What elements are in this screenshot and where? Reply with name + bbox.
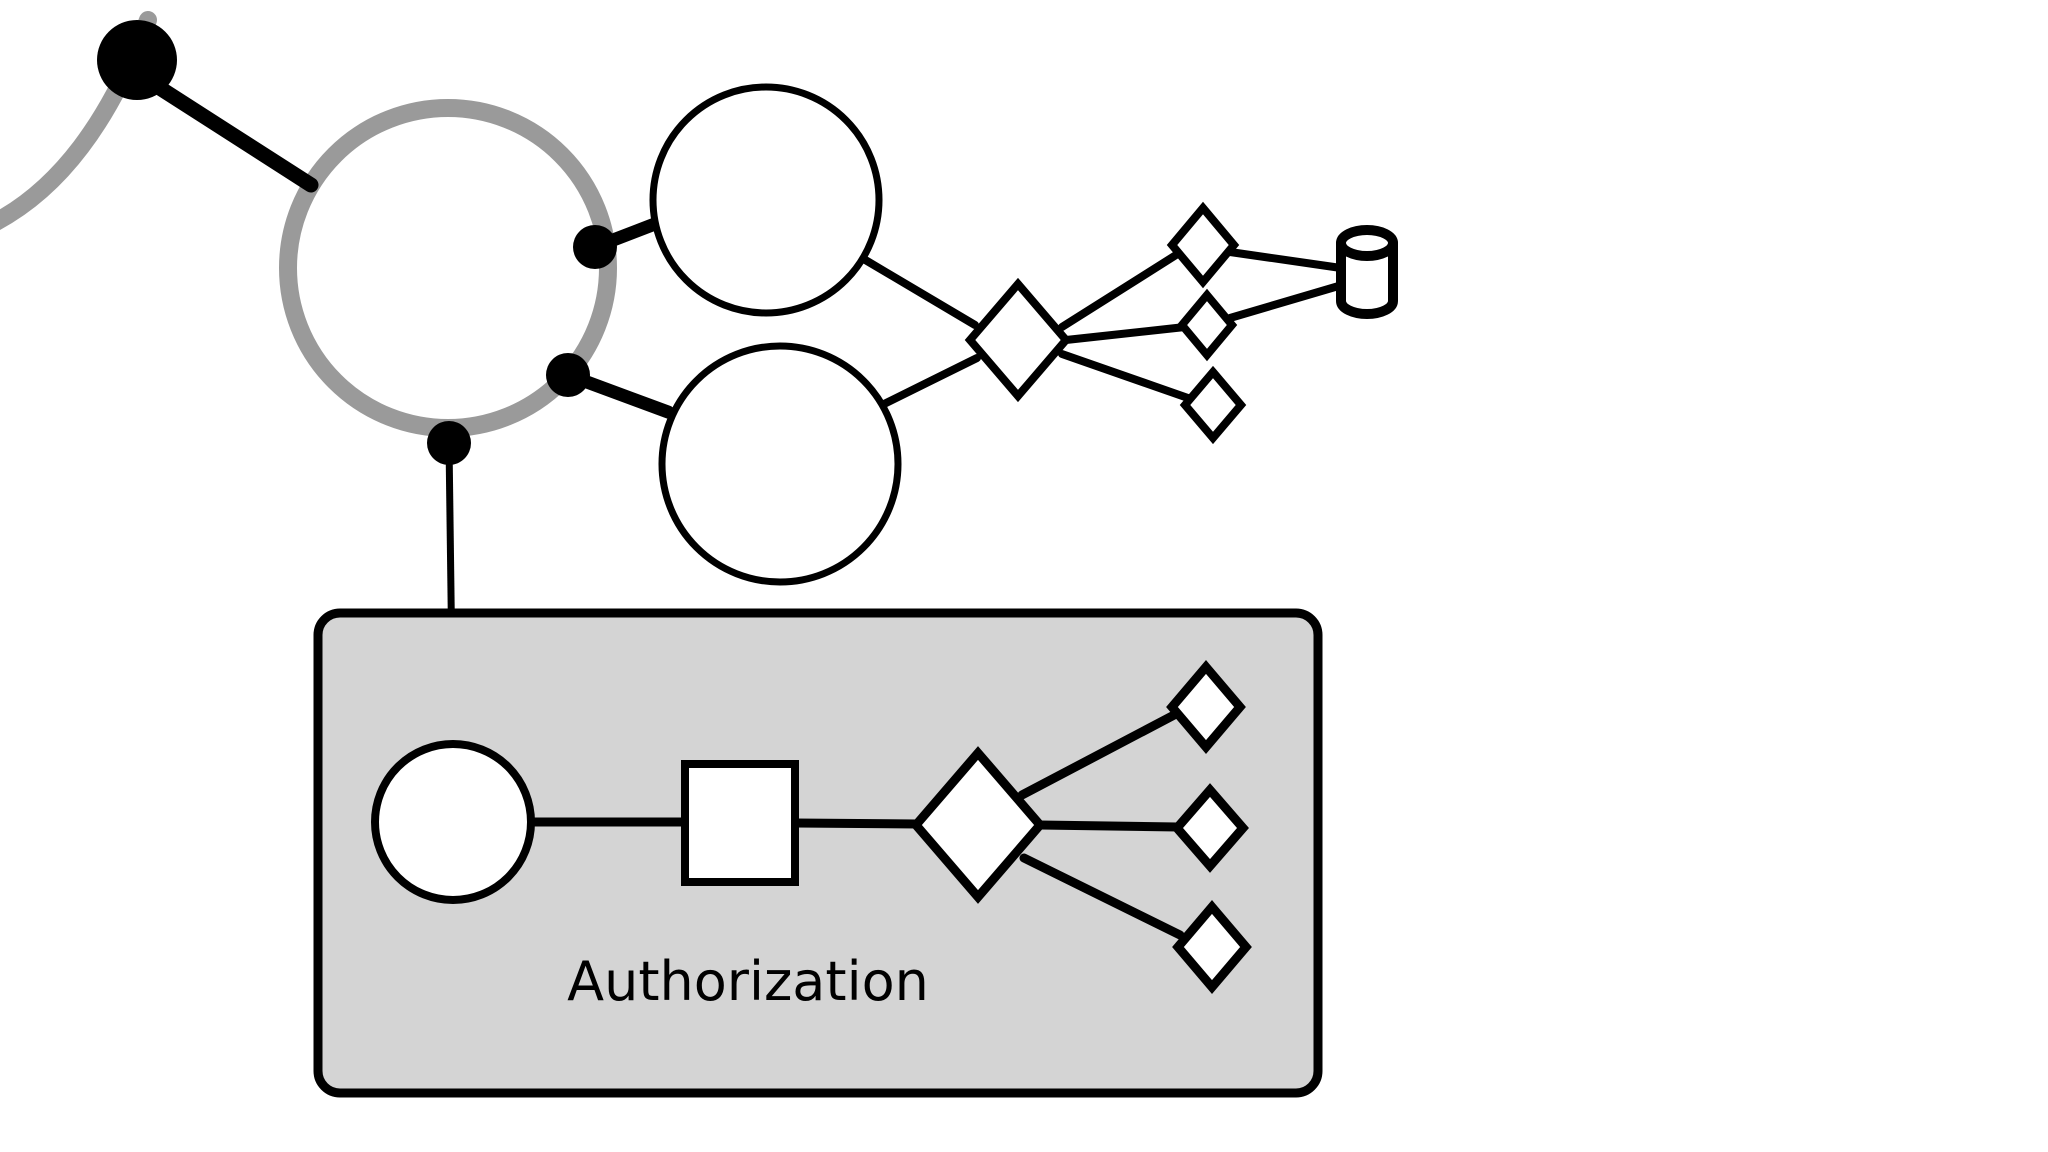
- database-cylinder-body: [1336, 238, 1398, 319]
- decision-diamond-a[interactable]: [1166, 201, 1240, 289]
- database-cylinder[interactable]: [1336, 225, 1398, 319]
- port-dot-lower[interactable]: [546, 353, 590, 397]
- edge-group-diamond-to-small-a: [1017, 709, 1181, 800]
- process-circle-upper[interactable]: [649, 83, 883, 317]
- authorization-group-label: Authorization: [567, 950, 929, 1013]
- edge-diamond-to-small-c: [1058, 350, 1192, 402]
- group-task-square[interactable]: [681, 760, 799, 886]
- upper-cluster-links: [858, 248, 1346, 410]
- upper-small-diamonds: [1166, 201, 1247, 445]
- authorization-group-box[interactable]: [313, 608, 1323, 1098]
- port-dot-upper[interactable]: [573, 225, 617, 269]
- authorization-group-links: [526, 709, 1185, 940]
- edge-small-a-to-database: [1226, 248, 1345, 272]
- edge-diamond-to-small-a: [1058, 251, 1180, 331]
- edge-diamond-to-small-b: [1062, 323, 1189, 344]
- group-decision-diamond-a[interactable]: [1166, 660, 1246, 754]
- group-process-circle[interactable]: [371, 740, 535, 904]
- edge-small-b-to-database: [1226, 281, 1346, 322]
- group-small-diamonds: [1166, 660, 1252, 994]
- filled-node[interactable]: [97, 20, 177, 100]
- edge-node-to-boundary: [144, 75, 319, 193]
- database-cylinder-top: [1336, 225, 1398, 261]
- group-decision-diamond-c[interactable]: [1172, 900, 1252, 994]
- boundary-port-dots: [427, 225, 617, 465]
- decision-diamond-c[interactable]: [1179, 365, 1247, 445]
- edge-circle-upper-to-diamond: [858, 254, 979, 329]
- process-circle-lower[interactable]: [658, 342, 902, 586]
- group-decision-diamond-main[interactable]: [910, 746, 1046, 904]
- edge-group-diamond-to-small-c: [1019, 853, 1185, 940]
- edge-group-diamond-to-small-b: [1035, 820, 1183, 832]
- group-decision-diamond-b[interactable]: [1171, 783, 1249, 873]
- decision-diamond-main[interactable]: [964, 277, 1072, 403]
- upper-process-circles: [649, 83, 902, 586]
- edge-circle-lower-to-diamond: [876, 354, 981, 410]
- decision-diamond-b[interactable]: [1176, 288, 1238, 362]
- edge-group-square-to-diamond: [790, 818, 923, 829]
